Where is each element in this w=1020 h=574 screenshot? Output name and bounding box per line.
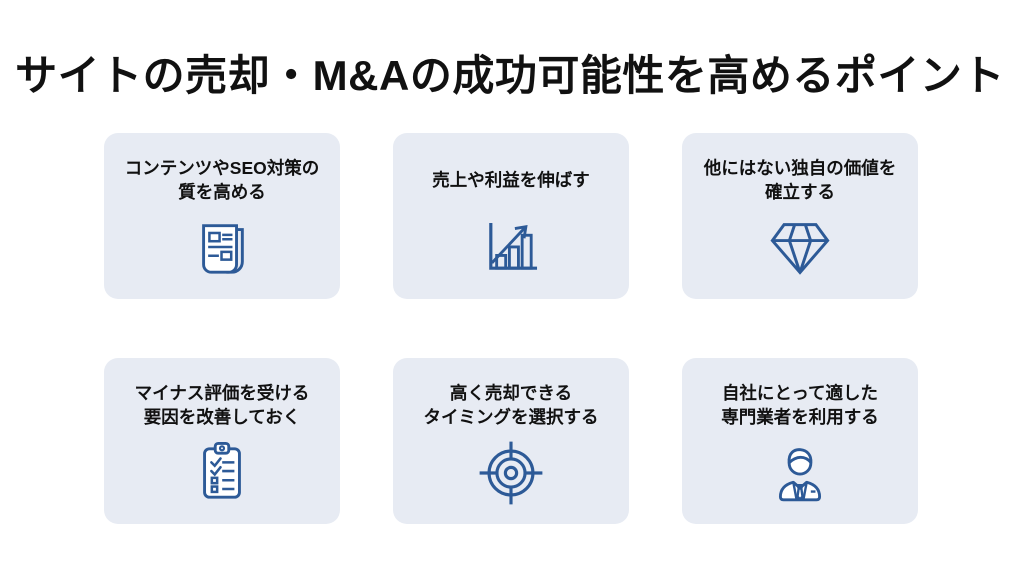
card-title-line: 高く売却できる (449, 383, 573, 403)
points-grid: コンテンツやSEO対策の 質を高める 売上や利益を伸ばす (104, 133, 918, 524)
point-card-unique-value: 他にはない独自の価値を 確立する (682, 133, 918, 299)
card-title-line: 専門業者を利用する (721, 407, 879, 427)
card-title-line: マイナス評価を受ける (134, 383, 310, 403)
card-icon (475, 430, 547, 524)
diamond-icon (770, 223, 830, 275)
card-title: コンテンツやSEO対策の 質を高める (125, 155, 319, 205)
card-icon (767, 430, 833, 524)
card-title-line: コンテンツやSEO対策の (124, 158, 320, 178)
card-title: マイナス評価を受ける 要因を改善しておく (135, 380, 310, 430)
card-title: 他にはない独自の価値を 確立する (704, 155, 897, 205)
page-title: サイトの売却・M&Aの成功可能性を高めるポイント (15, 52, 1005, 99)
card-title-line: 質を高める (178, 182, 266, 202)
card-icon (191, 430, 253, 524)
point-card-specialist: 自社にとって適した 専門業者を利用する (682, 358, 918, 524)
card-title-line: 要因を改善しておく (143, 407, 301, 427)
card-title: 売上や利益を伸ばす (432, 155, 590, 205)
target-icon (479, 441, 543, 505)
card-title: 高く売却できる タイミングを選択する (424, 380, 599, 430)
point-card-seo-quality: コンテンツやSEO対策の 質を高める (104, 133, 340, 299)
card-icon (766, 205, 834, 299)
clipboard-checklist-icon (203, 442, 241, 499)
card-title-line: 確立する (765, 182, 835, 202)
newspaper-icon (202, 224, 244, 274)
card-icon (191, 205, 253, 299)
card-title-line: 売上や利益を伸ばす (432, 170, 590, 190)
businessman-icon (778, 448, 822, 502)
growth-chart-icon (489, 223, 538, 270)
card-title-line: タイミングを選択する (423, 407, 599, 427)
card-icon (477, 205, 545, 299)
point-card-grow-profit: 売上や利益を伸ばす (393, 133, 629, 299)
card-title-line: 自社にとって適した (721, 383, 879, 403)
card-title-line: 他にはない独自の価値を (703, 158, 897, 178)
card-title: 自社にとって適した 専門業者を利用する (721, 380, 879, 430)
point-card-timing: 高く売却できる タイミングを選択する (393, 358, 629, 524)
point-card-fix-negatives: マイナス評価を受ける 要因を改善しておく (104, 358, 340, 524)
